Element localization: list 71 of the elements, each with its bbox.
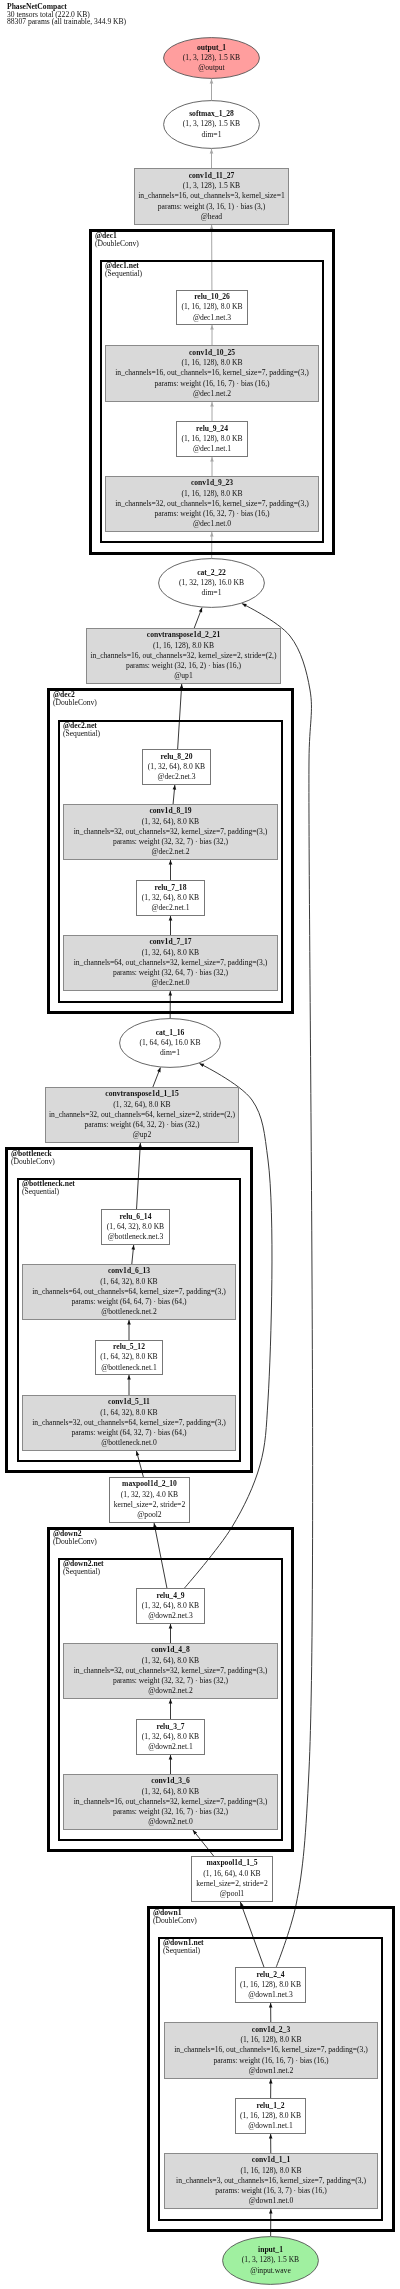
arrow: [168, 990, 173, 1019]
arrow: [168, 1754, 173, 1775]
arrow: [239, 1901, 265, 1968]
arrow: [168, 859, 173, 881]
op-box: [136, 880, 205, 916]
output-ellipse: [163, 37, 260, 79]
cluster-frame: [100, 260, 324, 543]
arrow: [131, 1244, 136, 1265]
arrow: [209, 78, 214, 101]
arrow: [241, 603, 314, 1968]
arrow: [192, 1829, 215, 1857]
op-box: [136, 1588, 205, 1624]
input-ellipse: [222, 2236, 319, 2285]
function-ellipse: [163, 100, 260, 149]
op-box: [176, 290, 248, 325]
cluster-frame: [58, 1558, 283, 1841]
layer-box: [164, 2022, 378, 2079]
arrow: [168, 1623, 173, 1644]
arrow: [209, 224, 214, 291]
arrow: [136, 1142, 142, 1210]
layer-box: [22, 1395, 236, 1451]
arrow: [210, 324, 214, 346]
arrow: [268, 2133, 273, 2154]
cluster-frame: [5, 1147, 253, 1473]
op-box: [95, 1340, 163, 1375]
arrow: [268, 2002, 273, 2023]
layer-box: [105, 345, 319, 402]
arrow: [210, 531, 214, 559]
arrow: [193, 607, 203, 629]
layer-box: [86, 628, 281, 684]
cluster-frame: [47, 688, 294, 1014]
arrow: [135, 1450, 144, 1478]
arrow: [268, 2078, 273, 2099]
arrow: [153, 1522, 168, 1589]
op-box: [235, 1967, 306, 2003]
op-box: [142, 749, 211, 785]
arrow: [210, 401, 214, 422]
op-box: [109, 1477, 190, 1523]
arrow: [168, 915, 173, 936]
cluster-frame: [17, 1178, 241, 1462]
op-box: [235, 2098, 306, 2134]
layer-box: [105, 476, 319, 532]
layer-box: [63, 804, 278, 860]
arrow: [209, 148, 214, 169]
function-ellipse: [158, 558, 265, 608]
cluster-frame: [89, 229, 335, 555]
layer-box: [164, 2153, 378, 2209]
arrow: [184, 1062, 273, 1589]
op-box: [176, 421, 248, 457]
function-ellipse: [119, 1018, 221, 1068]
op-box: [191, 1856, 273, 1902]
cluster-frame: [58, 720, 283, 1003]
layer-box: [63, 1643, 278, 1699]
cluster-frame: [47, 1527, 294, 1852]
op-box: [136, 1719, 205, 1755]
arrow: [172, 784, 177, 805]
arrow: [168, 1698, 173, 1720]
layer-box: [63, 935, 278, 991]
layer-box: [63, 1774, 278, 1830]
arrow: [127, 1319, 131, 1341]
cluster-frame: [147, 1906, 395, 2232]
op-box: [101, 1209, 170, 1245]
layer-box: [45, 1087, 239, 1143]
layer-box: [22, 1264, 236, 1320]
layer-box: [134, 168, 289, 225]
arrow: [152, 1067, 161, 1088]
arrow: [210, 456, 214, 477]
arrow: [127, 1374, 131, 1396]
arrow: [269, 2208, 273, 2237]
arrow: [177, 683, 184, 750]
cluster-frame: [158, 1937, 383, 2221]
